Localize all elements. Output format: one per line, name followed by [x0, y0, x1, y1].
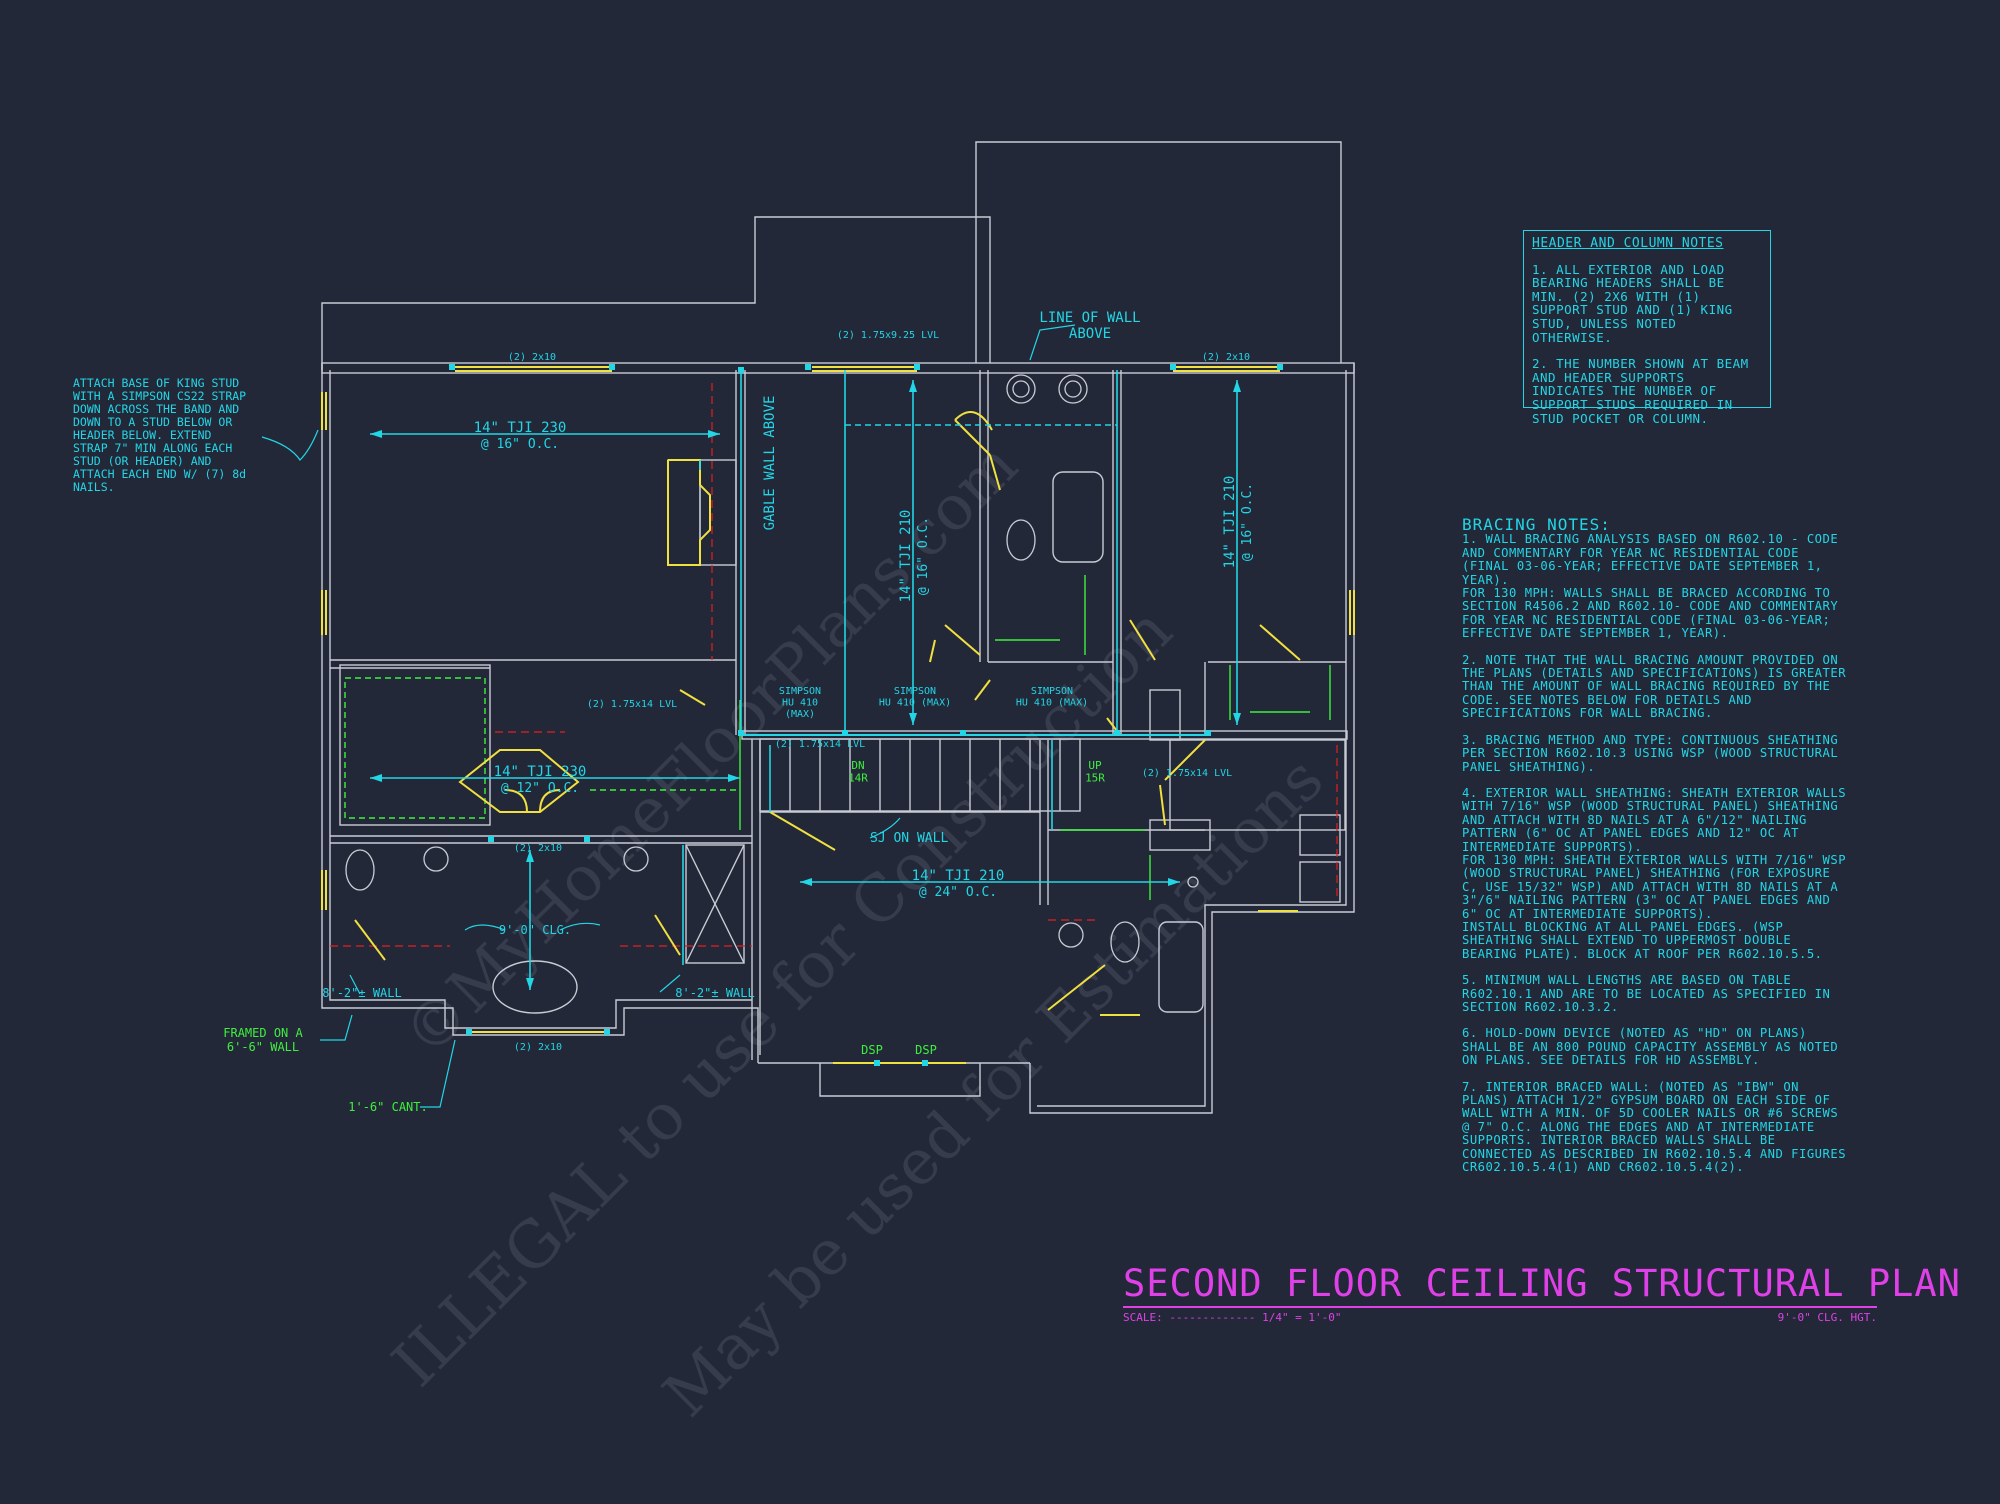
- plumbing-fixtures: [345, 374, 1199, 963]
- red-hidden-lines: [330, 383, 1338, 947]
- joist-spacing-4: @ 16" O.C.: [1240, 483, 1255, 561]
- header-2x10-c: (2) 2x10: [514, 843, 562, 854]
- stud-markers: [449, 364, 1283, 1066]
- sj-on-wall-label: SJ ON WALL: [870, 831, 948, 846]
- bracing-note-item: 6. HOLD-DOWN DEVICE (NOTED AS "HD" ON PL…: [1462, 1026, 1839, 1068]
- bracing-note-item: 5. MINIMUM WALL LENGTHS ARE BASED ON TAB…: [1462, 973, 1831, 1014]
- bracing-note-item: 7. INTERIOR BRACED WALL: (NOTED AS "IBW"…: [1462, 1079, 1847, 1175]
- joist-arrowheads: [370, 380, 1241, 990]
- gable-wall-label: GABLE WALL ABOVE: [762, 396, 778, 531]
- bracing-note-item: 1. WALL BRACING ANALYSIS BASED ON R602.1…: [1462, 532, 1839, 641]
- green-framing-lines: [344, 575, 1331, 900]
- header-lvl-top: (2) 1.75x9.25 LVL: [837, 330, 939, 341]
- joist-label-5: 14" TJI 210: [912, 868, 1005, 884]
- header-column-notes-box: HEADER AND COLUMN NOTES 1. ALL EXTERIOR …: [1523, 230, 1771, 425]
- cant-label: 1'-6" CANT.: [348, 1100, 427, 1114]
- joist-label-1: 14" TJI 230: [474, 420, 567, 436]
- bracing-note-item: 2. NOTE THAT THE WALL BRACING AMOUNT PRO…: [1462, 652, 1847, 721]
- joist-spacing-2: @ 12" O.C.: [501, 781, 579, 796]
- joist-spacing-3: @ 16" O.C.: [916, 517, 931, 595]
- bracing-note-item: 4. EXTERIOR WALL SHEATHING: SHEATH EXTER…: [1462, 785, 1847, 961]
- header-note-item: 1. ALL EXTERIOR AND LOAD BEARING HEADERS…: [1532, 261, 1733, 345]
- header-notes-title: HEADER AND COLUMN NOTES: [1532, 236, 1724, 251]
- wall-right-label: 8'-2"± WALL: [675, 986, 754, 1000]
- header-2x10-b: (2) 2x10: [1202, 352, 1250, 363]
- king-stud-strap-note: ATTACH BASE OF KING STUD WITH A SIMPSON …: [73, 376, 247, 494]
- title-subline: SCALE: ------------- 1/4" = 1'-0" 9'-0" …: [1123, 1311, 1877, 1324]
- dsp-label-1: DSP: [861, 1043, 883, 1057]
- joist-spacing-1: @ 16" O.C.: [481, 437, 559, 452]
- title-block: SECOND FLOOR CEILING STRUCTURAL PLAN SCA…: [1123, 1262, 1960, 1324]
- bracing-notes: BRACING NOTES: 1. WALL BRACING ANALYSIS …: [1462, 515, 1852, 1187]
- bracing-notes-title: BRACING NOTES:: [1462, 515, 1611, 534]
- bracing-note-item: 3. BRACING METHOD AND TYPE: CONTINUOUS S…: [1462, 732, 1839, 774]
- clg-9-label: 9'-0" CLG.: [499, 923, 571, 937]
- header-2x10-d: (2) 2x10: [514, 1042, 562, 1053]
- header-2x10-a: (2) 2x10: [508, 352, 556, 363]
- plan-labels: 14" TJI 230 @ 16" O.C. 14" TJI 230 @ 12"…: [223, 310, 1255, 1114]
- leader-lines: [261, 324, 1076, 1108]
- beams-and-joists: [370, 370, 1238, 990]
- drawing-title: SECOND FLOOR CEILING STRUCTURAL PLAN: [1123, 1262, 1960, 1308]
- header-lvl-14b: (2) 1.75x14 LVL: [775, 739, 865, 750]
- header-lvl-14c: (2) 1.75x14 LVL: [1142, 768, 1232, 779]
- joist-label-3: 14" TJI 210: [898, 510, 914, 603]
- joist-spacing-5: @ 24" O.C.: [919, 885, 997, 900]
- wall-left-label: 8'-2"± WALL: [322, 986, 401, 1000]
- header-note-item: 2. THE NUMBER SHOWN AT BEAM AND HEADER S…: [1532, 356, 1749, 426]
- ceiling-height-label: 9'-0" CLG. HGT.: [1777, 1311, 1877, 1324]
- scale-label: SCALE: ------------- 1/4" = 1'-0": [1123, 1311, 1342, 1324]
- joist-label-2: 14" TJI 230: [494, 764, 587, 780]
- dsp-label-2: DSP: [915, 1043, 937, 1057]
- joist-label-4: 14" TJI 210: [1222, 476, 1238, 569]
- header-lvl-14a: (2) 1.75x14 LVL: [587, 699, 677, 710]
